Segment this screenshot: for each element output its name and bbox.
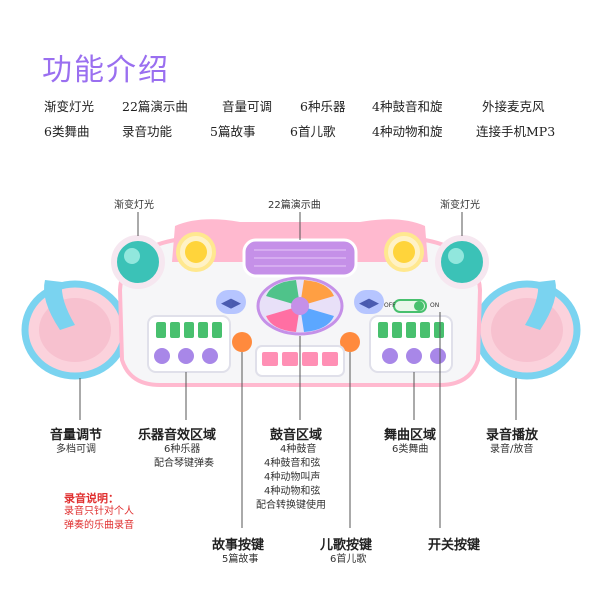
feature-item: 22篇演示曲: [122, 99, 188, 114]
feature-item: 音量可调: [222, 99, 273, 114]
dance-button[interactable]: [382, 348, 398, 364]
record-note-title: 录音说明：: [64, 492, 119, 505]
volume-desc: 多档可调: [56, 444, 96, 455]
drum-label: 鼓音区域: [270, 428, 323, 443]
instrument-button[interactable]: [178, 348, 194, 364]
drum-desc-2: 4种鼓音和弦: [264, 458, 321, 469]
instrument-label: 乐器音效区域: [138, 428, 217, 443]
right-drum: [473, 280, 581, 380]
instrument-key[interactable]: [170, 322, 180, 338]
instrument-desc-2: 配合琴键弹奏: [154, 458, 214, 469]
drum-desc-4: 4种动物和弦: [264, 486, 321, 497]
feature-item: 5篇故事: [210, 124, 256, 139]
feature-item: 连接手机MP3: [476, 124, 556, 139]
feature-item: 录音功能: [122, 124, 173, 139]
center-key[interactable]: [302, 352, 318, 366]
dance-key[interactable]: [420, 322, 430, 338]
callout-light-right: 渐变灯光: [440, 200, 480, 211]
instrument-key[interactable]: [184, 322, 194, 338]
dance-key[interactable]: [406, 322, 416, 338]
drum-desc-3: 4种动物叫声: [264, 472, 321, 483]
song-desc: 6首儿歌: [330, 554, 367, 565]
svg-text:◀▶: ◀▶: [221, 296, 241, 311]
dance-key[interactable]: [392, 322, 402, 338]
instrument-button[interactable]: [154, 348, 170, 364]
feature-item: 6类舞曲: [44, 124, 90, 139]
record-note-line: 弹奏的乐曲录音: [64, 520, 134, 531]
drum-desc-1: 4种鼓音: [280, 444, 317, 455]
svg-text:◀▶: ◀▶: [359, 296, 379, 311]
feature-item: 6首儿歌: [290, 124, 336, 139]
instrument-desc-1: 6种乐器: [164, 444, 201, 455]
dance-desc: 6类舞曲: [392, 444, 429, 455]
instrument-key[interactable]: [212, 322, 222, 338]
drum-pad[interactable]: [256, 276, 344, 336]
song-label: 儿歌按键: [320, 538, 373, 553]
switch-on-label: ON: [430, 302, 440, 309]
feature-item: 渐变灯光: [44, 99, 95, 114]
right-arrow-button[interactable]: [354, 290, 384, 314]
callout-light-left: 渐变灯光: [114, 200, 154, 211]
instrument-key[interactable]: [156, 322, 166, 338]
drum-desc-5: 配合转换键使用: [256, 500, 326, 511]
song-button[interactable]: [340, 332, 360, 352]
left-light-dome: [111, 235, 165, 289]
instrument-key[interactable]: [198, 322, 208, 338]
dance-label: 舞曲区域: [384, 428, 437, 443]
record-label: 录音播放: [486, 428, 539, 443]
instrument-button[interactable]: [202, 348, 218, 364]
volume-label: 音量调节: [50, 428, 103, 443]
page-title: 功能介绍: [42, 53, 170, 88]
story-desc: 5篇故事: [222, 554, 259, 565]
center-key[interactable]: [262, 352, 278, 366]
record-note-body: 录音只针对个人 弹奏的乐曲录音: [64, 505, 134, 533]
feature-item: 外接麦克风: [482, 99, 545, 114]
power-label: 开关按键: [428, 538, 481, 553]
center-key[interactable]: [282, 352, 298, 366]
feature-item: 4种动物和旋: [372, 124, 443, 139]
dance-key[interactable]: [434, 322, 444, 338]
story-button[interactable]: [232, 332, 252, 352]
center-key[interactable]: [322, 352, 338, 366]
switch-off-label: OFF: [384, 302, 396, 309]
right-light-dome: [435, 235, 489, 289]
record-desc: 录音/放音: [490, 444, 534, 455]
left-arrow-button[interactable]: [216, 290, 246, 314]
record-note-line: 录音只针对个人: [64, 506, 134, 517]
dance-button[interactable]: [430, 348, 446, 364]
callout-demo-songs: 22篇演示曲: [268, 200, 321, 211]
feature-item: 4种鼓音和旋: [372, 99, 443, 114]
dance-key[interactable]: [378, 322, 388, 338]
dance-button[interactable]: [406, 348, 422, 364]
story-label: 故事按键: [212, 538, 265, 553]
feature-item: 6种乐器: [300, 99, 346, 114]
